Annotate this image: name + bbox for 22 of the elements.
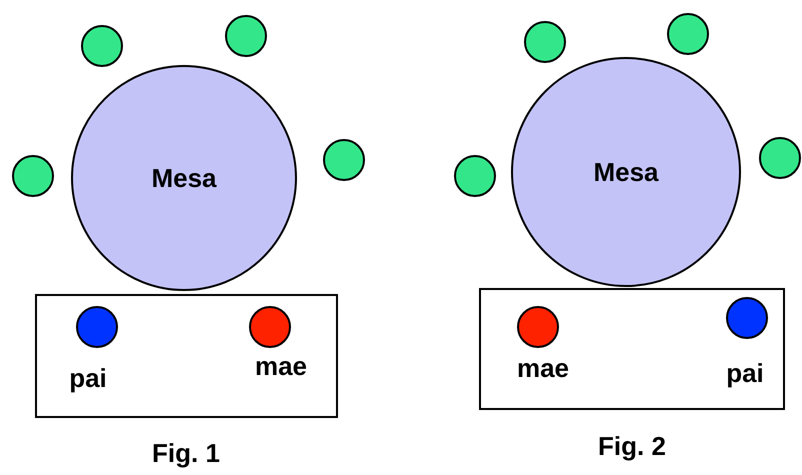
seat-circle <box>667 13 709 55</box>
person-label: pai <box>726 358 764 389</box>
figure-caption: Fig. 2 <box>598 431 666 462</box>
seat-circle <box>323 139 365 181</box>
table-label: Mesa <box>151 162 217 194</box>
person-label: mae <box>254 351 308 382</box>
seat-circle <box>454 155 496 197</box>
person-circle <box>76 306 118 348</box>
person-label: mae <box>516 353 570 384</box>
seat-circle <box>81 25 123 67</box>
seat-circle <box>225 15 267 57</box>
person-circle <box>517 306 559 348</box>
frame-box <box>35 294 338 418</box>
frame-box <box>479 288 785 410</box>
seat-circle <box>12 155 54 197</box>
person-circle <box>726 297 768 339</box>
seat-circle <box>759 137 801 179</box>
person-circle <box>249 306 291 348</box>
seat-circle <box>524 21 566 63</box>
person-label: pai <box>69 363 107 394</box>
table-label: Mesa <box>593 156 659 188</box>
figure-caption: Fig. 1 <box>152 438 220 469</box>
